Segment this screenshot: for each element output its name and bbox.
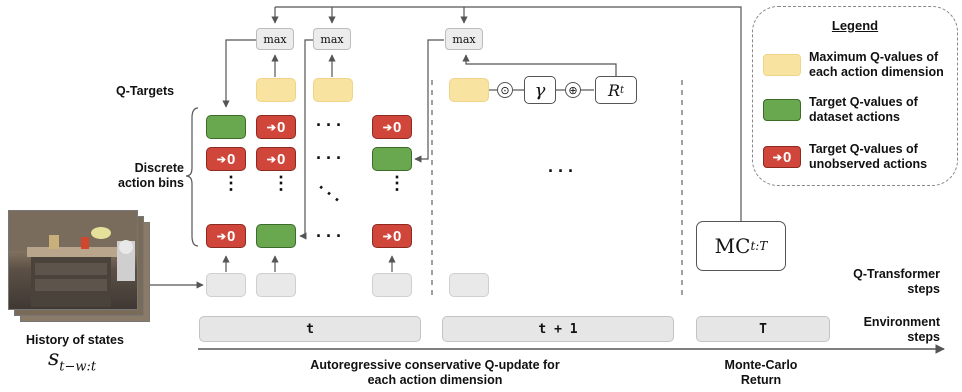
env-step-t-plus-1: t + 1 — [442, 316, 674, 342]
history-symbol: st−w:t — [48, 346, 97, 375]
unobserved-action-q-cell: ➔0 — [256, 147, 296, 171]
unobserved-action-q-cell: ➔0 — [372, 115, 412, 139]
max-box: max — [256, 28, 294, 50]
max-q-value-cell — [313, 78, 353, 102]
transformer-token — [206, 273, 246, 297]
gamma-discount-box: γ — [524, 76, 556, 104]
q-targets-label: Q-Targets — [116, 84, 175, 98]
max-box: max — [313, 28, 351, 50]
dataset-action-q-cell — [372, 147, 412, 171]
env-step-T: T — [696, 316, 830, 342]
transformer-token — [449, 273, 489, 297]
vertical-ellipsis: ⋮ — [388, 173, 406, 193]
history-label: History of states — [26, 333, 124, 347]
transformer-token — [372, 273, 412, 297]
addition-op: ⊕ — [565, 82, 581, 98]
autoregressive-caption: Autoregressive conservative Q-update for… — [310, 358, 560, 387]
vertical-ellipsis: ⋮ — [222, 173, 240, 193]
horizontal-ellipsis: ··· — [316, 115, 346, 135]
unobserved-action-q-cell: ➔0 — [372, 224, 412, 248]
env-step-t: t — [199, 316, 421, 342]
legend-title: Legend — [831, 18, 879, 33]
state-frame-front — [8, 210, 138, 310]
red-swatch: ➔0 — [763, 146, 801, 168]
yellow-swatch — [763, 54, 801, 76]
max-q-value-cell — [256, 78, 296, 102]
dataset-action-q-cell — [256, 224, 296, 248]
horizontal-ellipsis: ··· — [548, 161, 578, 181]
unobserved-action-q-cell: ➔0 — [206, 147, 246, 171]
dataset-action-q-cell — [206, 115, 246, 139]
green-swatch — [763, 99, 801, 121]
mc-feedback-line — [464, 6, 742, 229]
horizontal-ellipsis: ··· — [316, 226, 346, 246]
unobserved-action-q-cell: ➔0 — [206, 224, 246, 248]
max-box: max — [445, 28, 483, 50]
transformer-token — [256, 273, 296, 297]
unobserved-action-q-cell: ➔0 — [256, 115, 296, 139]
vertical-ellipsis: ⋮ — [272, 173, 290, 193]
horizontal-ellipsis: ··· — [316, 148, 346, 168]
robot-scene-image — [9, 211, 137, 307]
max-q-value-cell — [449, 78, 489, 102]
elementwise-product-op: ⊙ — [497, 82, 513, 98]
